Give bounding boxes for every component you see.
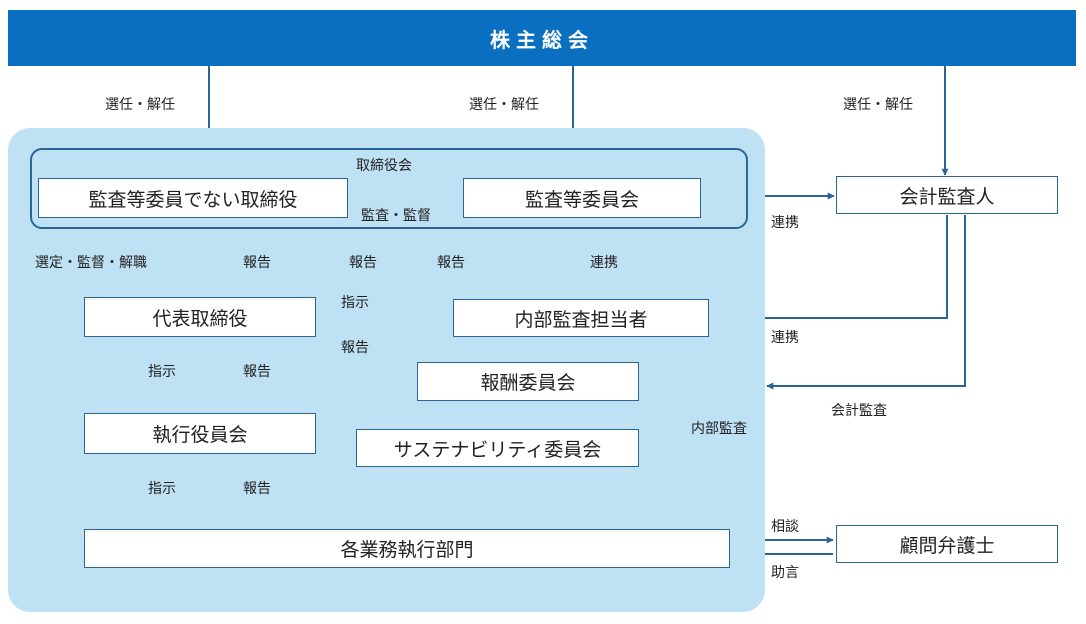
arrow-collab-auditor-internal <box>710 215 948 322</box>
business-divisions-box: 各業務執行部門 <box>84 529 730 568</box>
label-report-6: 報告 <box>243 481 271 497</box>
accounting-auditor-box: 会計監査人 <box>836 176 1058 214</box>
internal-audit-box: 内部監査担当者 <box>453 299 709 337</box>
label-report-2: 報告 <box>349 255 377 271</box>
label-report-3: 報告 <box>437 255 465 271</box>
compensation-committee-box: 報酬委員会 <box>417 362 639 401</box>
label-elect-dismiss-2: 選任・解任 <box>469 97 539 113</box>
label-instruct-1: 指示 <box>341 295 369 311</box>
representative-director-box: 代表取締役 <box>84 297 316 337</box>
label-advice: 助言 <box>771 565 799 581</box>
arrow-accounting-audit <box>766 215 966 390</box>
board-label: 取締役会 <box>356 158 412 174</box>
label-report-4: 報告 <box>341 340 369 356</box>
label-report-1: 報告 <box>243 255 271 271</box>
label-audit-supervise: 監査・監督 <box>361 208 431 224</box>
shareholders-meeting-banner: 株主総会 <box>8 10 1076 66</box>
label-report-5: 報告 <box>243 364 271 380</box>
label-internal-audit: 内部監査 <box>691 421 747 437</box>
label-elect-dismiss-3: 選任・解任 <box>843 97 913 113</box>
label-select-supervise-dismiss: 選定・監督・解職 <box>35 255 147 271</box>
label-collab-3: 連携 <box>771 330 799 346</box>
label-instruct-3: 指示 <box>148 481 176 497</box>
label-consult: 相談 <box>771 519 799 535</box>
executive-committee-box: 執行役員会 <box>84 413 316 454</box>
label-collab-1: 連携 <box>771 215 799 231</box>
label-collab-2: 連携 <box>590 255 618 271</box>
audit-committee-box: 監査等委員会 <box>463 178 701 218</box>
legal-advisor-box: 顧問弁護士 <box>836 525 1058 563</box>
label-accounting-audit: 会計監査 <box>831 403 887 419</box>
label-instruct-2: 指示 <box>148 364 176 380</box>
sustainability-committee-box: サステナビリティ委員会 <box>356 429 639 467</box>
label-elect-dismiss-1: 選任・解任 <box>105 97 175 113</box>
non-audit-directors-box: 監査等委員でない取締役 <box>38 178 348 218</box>
board-of-directors-frame <box>30 148 748 229</box>
